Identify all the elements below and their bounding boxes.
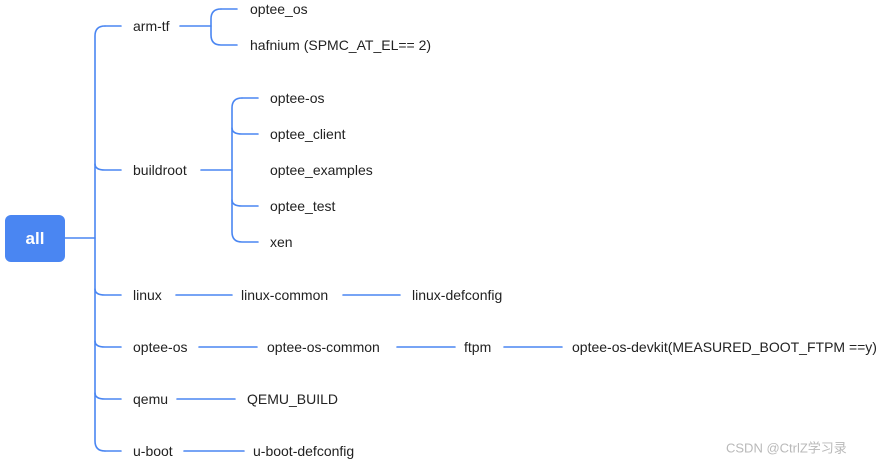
node-optee-os-atf: optee_os <box>250 1 308 17</box>
level1-trunk <box>94 25 106 452</box>
node-xen: xen <box>270 234 293 250</box>
node-optee-os-br: optee-os <box>270 90 325 106</box>
node-qemu-build: QEMU_BUILD <box>247 391 339 407</box>
watermark: CSDN @CtrlZ学习录 <box>726 440 847 456</box>
node-optee-test: optee_test <box>270 198 336 214</box>
root-node-all: all <box>5 215 65 262</box>
node-hafnium: hafnium (SPMC_AT_EL== 2) <box>250 37 432 53</box>
node-arm-tf: arm-tf <box>133 18 170 34</box>
node-optee-os-devkit: optee-os-devkit(MEASURED_BOOT_FTPM ==y) <box>572 339 877 355</box>
node-linux-common: linux-common <box>241 287 329 303</box>
node-linux-defconfig: linux-defconfig <box>412 287 503 303</box>
node-u-boot-defconfig: u-boot-defconfig <box>253 443 355 459</box>
node-optee-examples: optee_examples <box>270 162 373 178</box>
node-linux: linux <box>133 287 162 303</box>
node-optee-os-common: optee-os-common <box>267 339 380 355</box>
node-qemu: qemu <box>133 391 169 407</box>
node-optee-os: optee-os <box>133 339 188 355</box>
node-u-boot: u-boot <box>133 443 173 459</box>
node-ftpm: ftpm <box>464 339 492 355</box>
node-buildroot: buildroot <box>133 162 187 178</box>
node-optee-client: optee_client <box>270 126 346 142</box>
